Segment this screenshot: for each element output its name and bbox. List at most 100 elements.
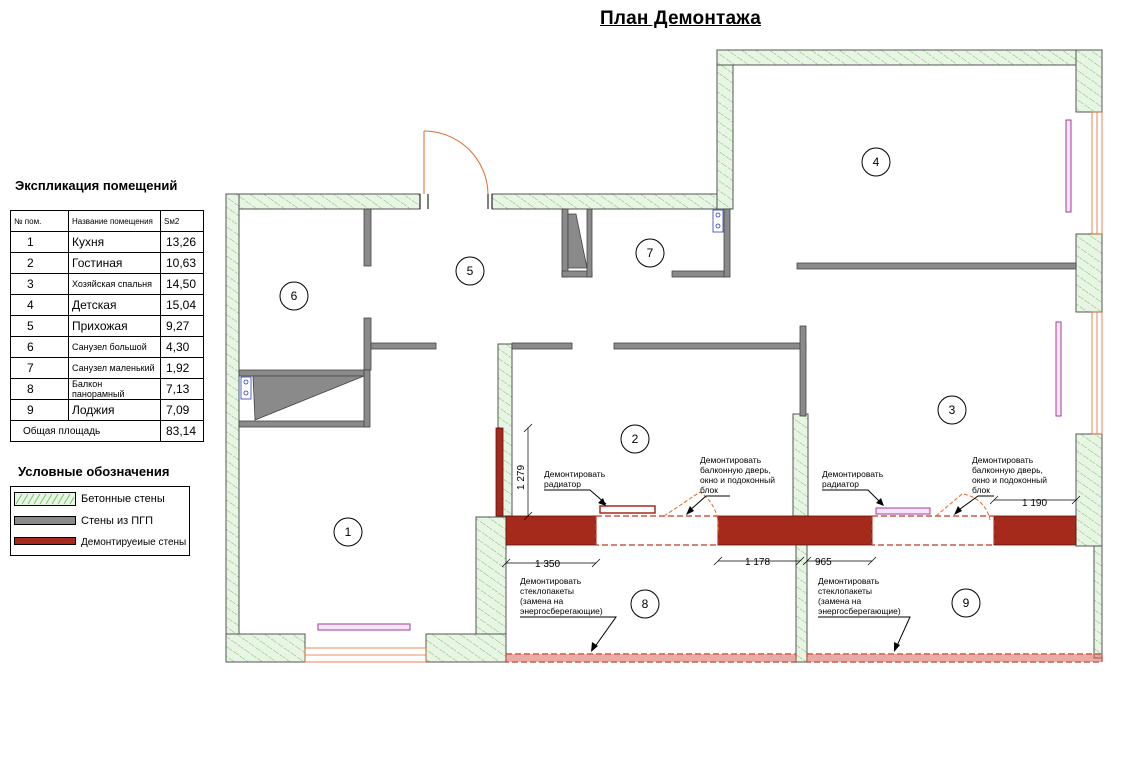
legend-item-concrete: Бетонные стены bbox=[11, 489, 189, 511]
room-number: 5 bbox=[467, 264, 474, 278]
row-area: 9,27 bbox=[160, 315, 204, 337]
svg-text:Демонтировать: Демонтировать bbox=[700, 455, 762, 465]
note-balcony-door-2: Демонтировать балконную дверь, окно и по… bbox=[954, 455, 1047, 515]
room-8-label: 8 bbox=[630, 589, 660, 619]
svg-text:Демонтировать: Демонтировать bbox=[822, 469, 884, 479]
balcony-glazing bbox=[506, 654, 1102, 662]
note-glazing-9: Демонтировать стеклопакеты (замена на эн… bbox=[818, 576, 911, 652]
legend-label: Стены из ПГП bbox=[81, 515, 154, 527]
row-area: 1,92 bbox=[160, 357, 204, 379]
radiator-demolish bbox=[599, 505, 656, 514]
table-row: 5 Прихожая 9,27 bbox=[10, 315, 204, 337]
table-row: 9 Лоджия 7,09 bbox=[10, 399, 204, 421]
note-radiator-2: Демонтировать радиатор bbox=[822, 469, 884, 506]
svg-text:блок: блок bbox=[972, 485, 990, 495]
row-area: 7,13 bbox=[160, 378, 204, 400]
svg-text:1 350: 1 350 bbox=[535, 559, 560, 570]
room-number: 9 bbox=[963, 596, 970, 610]
pgp-swatch bbox=[14, 516, 76, 525]
radiators bbox=[317, 119, 1072, 631]
toilet-icons bbox=[240, 209, 724, 400]
annotations: Демонтировать радиатор Демонтировать бал… bbox=[520, 455, 1047, 652]
note-radiator-1: Демонтировать радиатор bbox=[544, 469, 607, 506]
demolish-swatch bbox=[14, 537, 76, 545]
room-labels: 1 2 3 4 5 6 7 8 9 bbox=[279, 147, 981, 619]
note-balcony-door-1: Демонтировать балконную дверь, окно и по… bbox=[686, 455, 775, 515]
room-6-label: 6 bbox=[279, 281, 309, 311]
entrance-door bbox=[419, 130, 493, 209]
room-number: 6 bbox=[291, 289, 298, 303]
dimension-965: 965 bbox=[802, 556, 877, 568]
svg-text:965: 965 bbox=[815, 557, 832, 568]
room-4-label: 4 bbox=[861, 147, 891, 177]
legend-item-pgp: Стены из ПГП bbox=[11, 511, 189, 533]
svg-text:1 190: 1 190 bbox=[1022, 498, 1047, 509]
room-number: 3 bbox=[949, 403, 956, 417]
svg-text:Демонтировать: Демонтировать bbox=[972, 455, 1034, 465]
room-number: 8 bbox=[642, 597, 649, 611]
room-3-label: 3 bbox=[937, 395, 967, 425]
legend: Бетонные стены Стены из ПГП Демонтируеиы… bbox=[10, 486, 190, 556]
explication-title: Экспликация помещений bbox=[15, 178, 178, 193]
legend-label: Бетонные стены bbox=[81, 493, 165, 505]
svg-text:радиатор: радиатор bbox=[544, 479, 581, 489]
room-number: 7 bbox=[647, 246, 654, 260]
svg-text:энергосберегающие): энергосберегающие) bbox=[818, 606, 901, 616]
room-number: 4 bbox=[873, 155, 880, 169]
table-row: 3 Хозяйская спальня 14,50 bbox=[10, 273, 204, 295]
svg-text:окно и подоконный: окно и подоконный bbox=[972, 475, 1047, 485]
dimension-1279: 1 279 bbox=[516, 423, 533, 521]
room-5-label: 5 bbox=[455, 256, 485, 286]
svg-text:радиатор: радиатор bbox=[822, 479, 859, 489]
balcony-doors bbox=[663, 491, 991, 533]
dimension-1190: 1 190 bbox=[989, 495, 1081, 509]
svg-text:стеклопакеты: стеклопакеты bbox=[520, 586, 574, 596]
svg-text:Демонтировать: Демонтировать bbox=[818, 576, 880, 586]
row-area: 13,26 bbox=[160, 231, 204, 253]
table-row: 6 Санузел большой 4,30 bbox=[10, 336, 204, 358]
dimensions: 1 279 1 350 1 178 965 1 190 bbox=[501, 423, 1081, 570]
row-area: 10,63 bbox=[160, 252, 204, 274]
note-glazing-8: Демонтировать стеклопакеты (замена на эн… bbox=[520, 576, 617, 652]
room-2-label: 2 bbox=[620, 424, 650, 454]
room-1-label: 1 bbox=[333, 517, 363, 547]
svg-text:Демонтировать: Демонтировать bbox=[520, 576, 582, 586]
legend-item-demolish: Демонтируеиые стены bbox=[11, 533, 189, 555]
svg-text:стеклопакеты: стеклопакеты bbox=[818, 586, 872, 596]
table-row: 8 Балкон панорамный 7,13 bbox=[10, 378, 204, 400]
svg-text:Демонтировать: Демонтировать bbox=[544, 469, 606, 479]
svg-text:1 178: 1 178 bbox=[745, 557, 770, 568]
svg-text:балконную дверь,: балконную дверь, bbox=[700, 465, 771, 475]
row-name: Прихожая bbox=[68, 315, 161, 337]
row-area: 14,50 bbox=[160, 273, 204, 295]
svg-text:(замена на: (замена на bbox=[818, 596, 862, 606]
row-name: Детская bbox=[68, 294, 161, 316]
page-title: План Демонтажа bbox=[600, 8, 761, 29]
svg-text:энергосберегающие): энергосберегающие) bbox=[520, 606, 603, 616]
svg-text:блок: блок bbox=[700, 485, 718, 495]
room-number: 2 bbox=[632, 432, 639, 446]
svg-text:1 279: 1 279 bbox=[516, 465, 527, 490]
room-9-label: 9 bbox=[951, 588, 981, 618]
svg-text:(замена на: (замена на bbox=[520, 596, 564, 606]
row-name: Лоджия bbox=[68, 399, 161, 421]
legend-label: Демонтируеиые стены bbox=[81, 537, 187, 548]
table-row: 4 Детская 15,04 bbox=[10, 294, 204, 316]
dimension-1350: 1 350 bbox=[501, 558, 601, 570]
table-total-row: Общая площадь 83,14 bbox=[10, 420, 204, 442]
room-number: 1 bbox=[345, 525, 352, 539]
demolish-walls bbox=[495, 427, 1077, 546]
dimension-1178: 1 178 bbox=[713, 556, 805, 568]
svg-text:окно и подоконный: окно и подоконный bbox=[700, 475, 775, 485]
concrete-walls bbox=[225, 49, 1103, 663]
table-header-row: № пом. Название помещения Sм2 bbox=[10, 210, 204, 232]
total-label: Общая площадь bbox=[10, 420, 161, 442]
pgp-walls bbox=[238, 208, 1077, 428]
windows bbox=[304, 111, 1103, 663]
explication-table: № пом. Название помещения Sм2 1 Кухня 13… bbox=[10, 210, 204, 442]
concrete-swatch bbox=[14, 492, 76, 506]
total-value: 83,14 bbox=[160, 420, 204, 442]
room-7-label: 7 bbox=[635, 238, 665, 268]
legend-title: Условные обозначения bbox=[18, 464, 170, 479]
svg-text:балконную дверь,: балконную дверь, bbox=[972, 465, 1043, 475]
